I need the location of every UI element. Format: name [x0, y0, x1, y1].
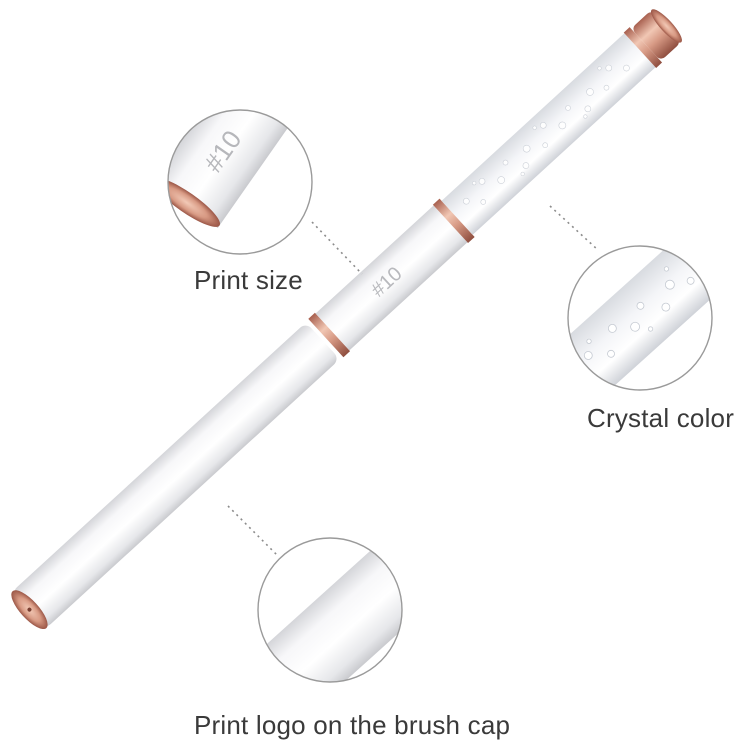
brush: #10 [11, 9, 682, 630]
callout-crystal-color [567, 245, 713, 391]
connector-size [311, 221, 363, 275]
brush-top-cap [633, 12, 679, 59]
rose-gold-ring [308, 312, 351, 358]
print-logo-label: Print logo on the brush cap [194, 710, 511, 740]
rose-gold-ring [432, 198, 475, 244]
brush-cap-section [315, 205, 468, 351]
crystal-color-label: Crystal color [587, 403, 735, 433]
crystal-sparkles [463, 64, 630, 205]
connector-lines [227, 205, 599, 557]
connector-crystal [549, 205, 599, 251]
callout-circle [167, 109, 313, 255]
print-size-label: Print size [194, 265, 303, 295]
callout-circle [567, 245, 713, 391]
brush-body [14, 325, 337, 627]
callout-print-size: #10 [167, 109, 313, 255]
crystal-handle [441, 33, 656, 235]
connector-logo [227, 505, 279, 557]
callout-circle [257, 537, 403, 683]
